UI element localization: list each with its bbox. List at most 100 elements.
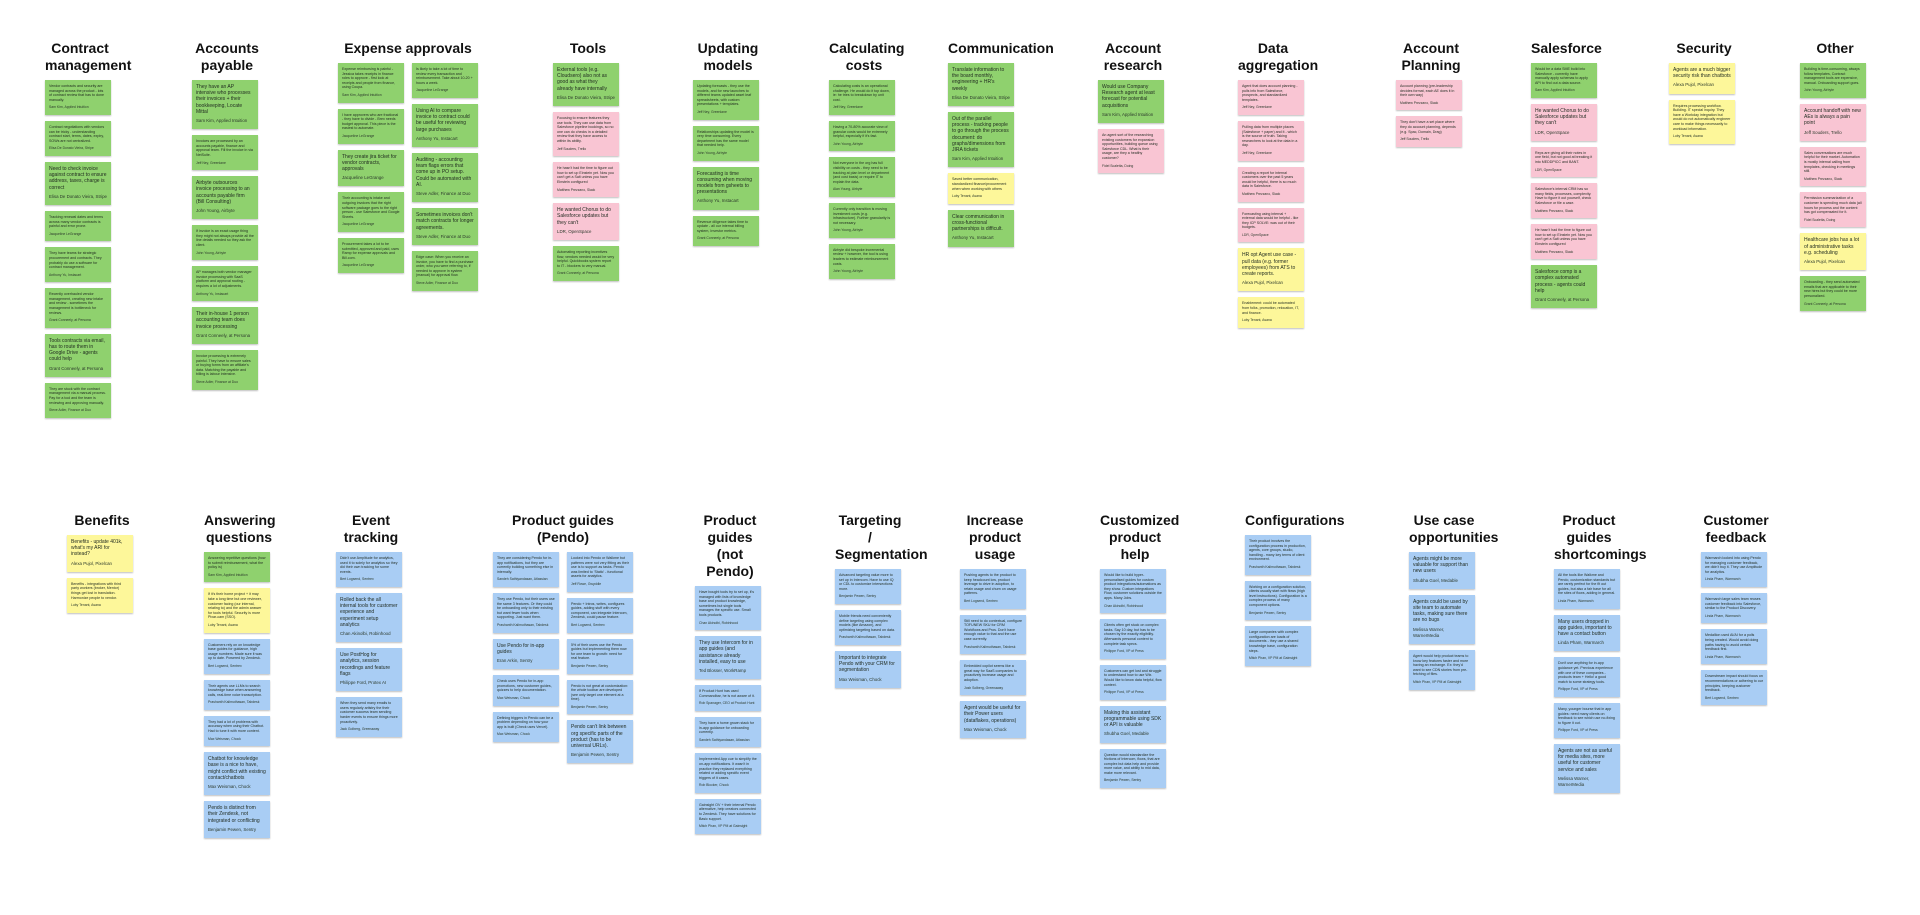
sticky-note[interactable]: All the tools like Walkme and Pendo, cus…	[1554, 569, 1620, 609]
sticky-note[interactable]: Would be a data SME build into Salesforc…	[1531, 63, 1597, 98]
sticky-note[interactable]: He wanted Chorus to do Salesforce update…	[553, 203, 619, 240]
sticky-note[interactable]: Pendo is not great at customization: the…	[567, 679, 633, 715]
sticky-note[interactable]: Check uses Pendo for in-app promotions, …	[493, 675, 559, 706]
sticky-note[interactable]: Tools contracts via email, has to route …	[45, 333, 111, 377]
sticky-note[interactable]: Account handoff with new AEs is always a…	[1800, 103, 1866, 141]
sticky-note[interactable]: Invoices are processed by an accounts pa…	[192, 135, 258, 171]
sticky-note[interactable]: Would use Company Research agent at leas…	[1098, 80, 1164, 124]
sticky-note[interactable]: Automating reporting incentives flow, ve…	[553, 245, 619, 281]
sticky-note[interactable]: If it's their home project + it may take…	[204, 588, 270, 633]
sticky-note[interactable]: Rolled back the all internal tools for c…	[336, 592, 402, 643]
sticky-note[interactable]: They have an AP intensive who processes …	[192, 80, 258, 130]
sticky-note[interactable]: HR opt Agent use case - pull data (e.g. …	[1238, 248, 1304, 292]
sticky-note[interactable]: Use PostHog for analytics, session recor…	[336, 648, 402, 692]
sticky-note[interactable]: Pulling data from multiple places (Sales…	[1238, 120, 1304, 161]
sticky-note[interactable]: Is likely to take a lot of time to revie…	[412, 63, 478, 98]
sticky-note[interactable]: Using AI to compare invoice to contract …	[412, 103, 478, 147]
sticky-note[interactable]: Defining triggers in Pendo can be a prob…	[493, 711, 559, 742]
sticky-note[interactable]: Implemented App cue to simplify the on-a…	[695, 753, 761, 793]
sticky-note[interactable]: Invoice processing is extremely painful.…	[192, 349, 258, 390]
sticky-note[interactable]: Tracking renewal dates and terms across …	[45, 210, 111, 242]
sticky-note[interactable]: Medallion used AI/AI for a polls being c…	[1701, 629, 1767, 665]
sticky-note[interactable]: Didn't use Amplitude for analytics, used…	[336, 552, 402, 587]
sticky-note[interactable]: He hasn't had the time to figure out how…	[1531, 224, 1597, 260]
sticky-note[interactable]: Agent would be useful for their Power us…	[960, 701, 1026, 738]
sticky-note[interactable]: Customers rely on on knowledge base guid…	[204, 638, 270, 674]
sticky-note[interactable]: An agent sort of the researching existin…	[1098, 129, 1164, 174]
sticky-note[interactable]: They use Pendo, but their users use the …	[493, 592, 559, 633]
sticky-note[interactable]: Edge case: When you receive an invoice, …	[412, 251, 478, 291]
sticky-note[interactable]: Agent would help product teams to know k…	[1409, 650, 1475, 690]
sticky-note[interactable]: Revenue diligence takes time to update -…	[693, 215, 759, 246]
sticky-note[interactable]: Working on a configuration solution, cli…	[1245, 580, 1311, 621]
sticky-note[interactable]: They have teams for strategic procuremen…	[45, 247, 111, 283]
sticky-note[interactable]: Sales conversations are much helpful for…	[1800, 146, 1866, 187]
sticky-note[interactable]: Currently only transition is moving inve…	[829, 202, 895, 238]
sticky-note[interactable]: They are stuck with the contract managem…	[45, 382, 111, 418]
sticky-note[interactable]: Chatbot for knowledge base is a nice to …	[204, 752, 270, 796]
sticky-note[interactable]: Need to check invoice against contract t…	[45, 161, 111, 205]
sticky-note[interactable]: Saved better communication, standardized…	[948, 173, 1014, 204]
sticky-note[interactable]: Airbyte outsources invoice processing to…	[192, 176, 258, 220]
sticky-note[interactable]: They use Intercom for in app guides (and…	[695, 636, 761, 680]
sticky-note[interactable]: Agents might be more valuable for suppor…	[1409, 552, 1475, 589]
sticky-note[interactable]: Agents are not as useful for media sites…	[1554, 743, 1620, 794]
sticky-note[interactable]: Onboarding - they send automated emails …	[1800, 276, 1866, 312]
sticky-note[interactable]: Salesforce's internal CRM has so many fi…	[1531, 183, 1597, 219]
sticky-note[interactable]: Embedded copilot seems like a great way …	[960, 660, 1026, 696]
sticky-note[interactable]: Warmarch large sales team reuses custome…	[1701, 592, 1767, 624]
sticky-note[interactable]: Expense reimbursing is painful - Jessica…	[338, 63, 404, 103]
sticky-note[interactable]: Out of the parallel process - tracking p…	[948, 112, 1014, 168]
sticky-note[interactable]: Permission summarization of a customer i…	[1800, 192, 1866, 228]
sticky-note[interactable]: Looked into Pendo or Walkme but patterns…	[567, 552, 633, 592]
sticky-note[interactable]: I have approvers who are fractional - th…	[338, 108, 404, 144]
sticky-note[interactable]: Large companies with complex configurati…	[1245, 626, 1311, 666]
sticky-note[interactable]: Pendo can't link between org specific pa…	[567, 720, 633, 764]
sticky-note[interactable]: Clear communication in cross-functional …	[948, 209, 1014, 247]
sticky-note[interactable]: They are considering Pendo for in-app no…	[493, 552, 559, 587]
sticky-note[interactable]: Benefits - integrations with third party…	[67, 577, 133, 613]
sticky-note[interactable]: Contract negotiations with vendors can b…	[45, 120, 111, 156]
sticky-note[interactable]: Auditing - accounting team flags errors …	[412, 152, 478, 203]
sticky-note[interactable]: Pushing agents to the product to keep he…	[960, 569, 1026, 609]
sticky-note[interactable]: Pendo + Intros, writes, configures guide…	[567, 597, 633, 633]
sticky-note[interactable]: Updating forecasts - they use the models…	[693, 80, 759, 120]
sticky-note[interactable]: Making this assistant programmable using…	[1100, 705, 1166, 743]
sticky-note[interactable]: Their agents use LLMs to search knowledg…	[204, 679, 270, 710]
sticky-note[interactable]: He wanted Chorus to do Salesforce update…	[1531, 103, 1597, 141]
sticky-note[interactable]: AP manages both vendor manager invoice p…	[192, 266, 258, 302]
sticky-note[interactable]: Recently overhauled vendor management, c…	[45, 288, 111, 328]
sticky-note[interactable]: Important to integrate Pendo with your C…	[835, 650, 901, 688]
sticky-note[interactable]: He hasn't had the time to figure out how…	[553, 162, 619, 198]
sticky-note[interactable]: Procurement takes a lot to be submitted,…	[338, 237, 404, 273]
sticky-note[interactable]: Many, younger bourse that in app guides:…	[1554, 702, 1620, 738]
sticky-note[interactable]: Question would standardize the frictions…	[1100, 748, 1166, 789]
sticky-note[interactable]: Vendor contracts and security are manage…	[45, 80, 111, 115]
sticky-note[interactable]: Customers can get lost and struggle to u…	[1100, 664, 1166, 700]
sticky-note[interactable]: Gainsight OV + their internal Pendo alte…	[695, 798, 761, 834]
sticky-note[interactable]: Their in-house 1 person accounting team …	[192, 307, 258, 344]
sticky-note[interactable]: Salesforce comp is a complex automated p…	[1531, 265, 1597, 309]
sticky-note[interactable]: Forecasting is time consuming when movin…	[693, 166, 759, 210]
sticky-note[interactable]: When they send many emails to users regu…	[336, 697, 402, 737]
sticky-note[interactable]: They don't have a set place where they d…	[1396, 116, 1462, 147]
sticky-note[interactable]: Account planning (pre-leadership decides…	[1396, 80, 1462, 111]
sticky-note[interactable]: Creating a report for internal customers…	[1238, 166, 1304, 202]
sticky-note[interactable]: Still need to do contextual, configure T…	[960, 614, 1026, 655]
sticky-note[interactable]: If Product Hunt has used Commandbar, he …	[695, 685, 761, 711]
sticky-note[interactable]: Healthcare jobs has a lot of administrat…	[1800, 233, 1866, 271]
sticky-note[interactable]: They create jira ticket for vendor contr…	[338, 149, 404, 187]
sticky-note[interactable]: Requires processing workflow. Building. …	[1669, 99, 1735, 144]
sticky-note[interactable]: Agent that does account planning - pulls…	[1238, 80, 1304, 115]
sticky-note[interactable]: Don't use anything for in-app guidance y…	[1554, 657, 1620, 697]
sticky-note[interactable]: Building is time-consuming, always follo…	[1800, 63, 1866, 98]
sticky-note[interactable]: Their product involves the configuration…	[1245, 535, 1311, 575]
sticky-note[interactable]: External tools (e.g. Cloudsero) also not…	[553, 63, 619, 107]
sticky-note[interactable]: Clients often get stuck on complex tasks…	[1100, 619, 1166, 659]
sticky-note[interactable]: Mobile friends need conveniently define …	[835, 609, 901, 645]
sticky-note[interactable]: Warmarch looked into using Pendo for man…	[1701, 552, 1767, 587]
sticky-note[interactable]: Focusing to ensure features they use too…	[553, 112, 619, 157]
sticky-note[interactable]: Pendo is distinct from their Zendesk, no…	[204, 801, 270, 839]
